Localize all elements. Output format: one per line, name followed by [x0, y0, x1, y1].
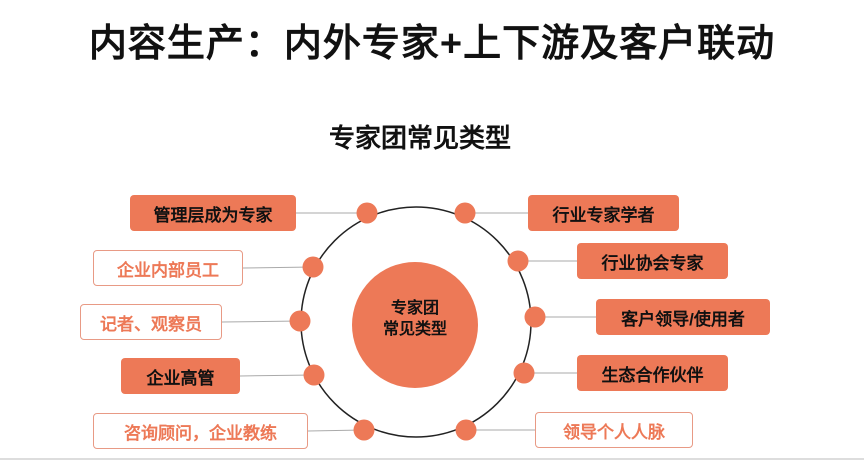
expert-type-box: 客户领导/使用者: [596, 299, 770, 335]
node-dot: [353, 419, 375, 441]
node-dot: [356, 202, 378, 224]
node-dot: [454, 202, 476, 224]
expert-type-box: 记者、观察员: [80, 304, 222, 340]
node-dot: [524, 306, 546, 328]
connector-line: [242, 266, 314, 269]
diagram-subtitle: 专家团常见类型: [328, 123, 511, 153]
expert-type-box: 行业专家学者: [528, 195, 679, 231]
center-label: 专家团 常见类型: [352, 298, 478, 340]
node-dot: [513, 362, 535, 384]
node-dot: [303, 364, 325, 386]
expert-type-box: 咨询顾问，企业教练: [93, 413, 308, 449]
node-dot: [507, 250, 529, 272]
bottom-divider: [0, 458, 864, 460]
expert-type-box: 企业内部员工: [93, 250, 243, 286]
expert-type-box: 行业协会专家: [577, 243, 728, 279]
node-dot: [289, 310, 311, 332]
page-title: 内容生产：内外专家+上下游及客户联动: [88, 23, 776, 65]
center-label-line1: 专家团: [390, 300, 439, 317]
expert-type-box: 企业高管: [121, 358, 240, 394]
expert-type-box: 领导个人人脉: [535, 412, 693, 448]
expert-type-box: 管理层成为专家: [130, 195, 296, 231]
node-dot: [302, 256, 324, 278]
center-circle: [352, 262, 478, 388]
expert-type-box: 生态合作伙伴: [577, 355, 728, 391]
connector-line: [239, 374, 315, 377]
node-dot: [455, 419, 477, 441]
center-label-line2: 常见类型: [382, 321, 447, 338]
connector-line: [221, 320, 301, 323]
